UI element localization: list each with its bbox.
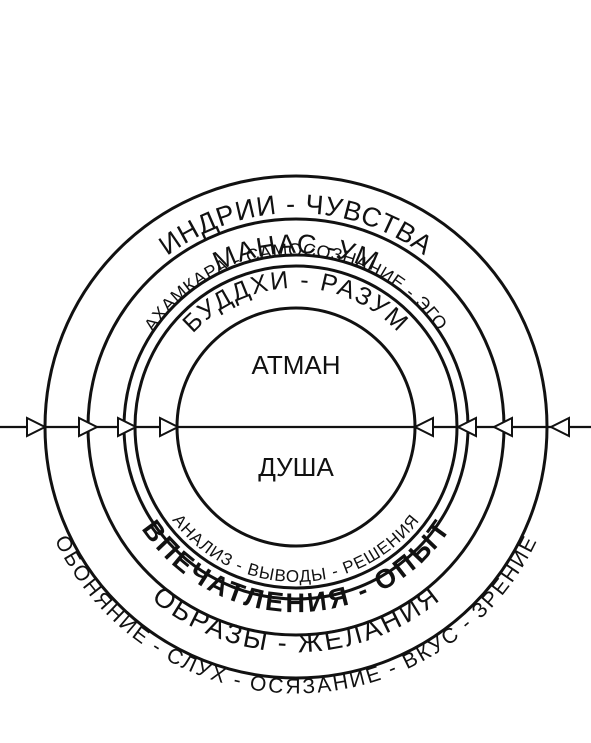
arrow-left-icon xyxy=(455,416,477,438)
atman-label: АТМАН xyxy=(252,350,341,380)
arrow-left-icon xyxy=(548,416,570,438)
dusha-label: ДУША xyxy=(258,452,334,482)
arrow-right-icon xyxy=(159,416,181,438)
arrow-left-icon xyxy=(412,416,434,438)
arrow-right-icon xyxy=(78,416,100,438)
arrow-right-icon xyxy=(117,416,139,438)
arrow-left-icon xyxy=(491,416,513,438)
arrow-right-icon xyxy=(26,416,48,438)
